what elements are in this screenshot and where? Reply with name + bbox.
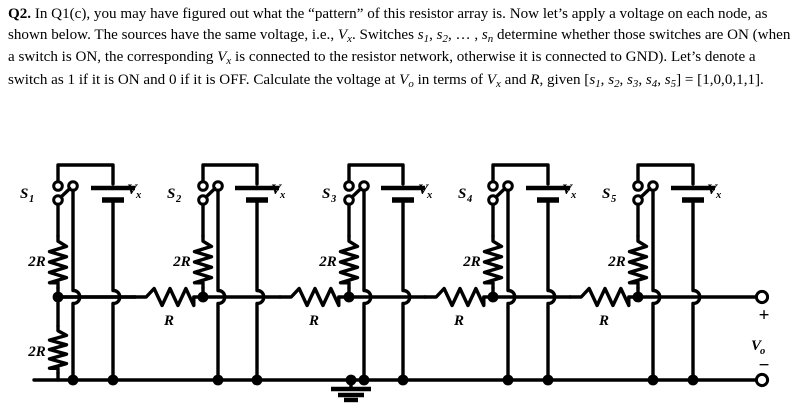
svg-text:V: V: [707, 182, 719, 198]
top-bus-4: [491, 163, 550, 188]
shunt-resistor-label-1: 2R: [27, 254, 46, 270]
termination-resistor: [47, 324, 69, 375]
bottom-dot-source-1: [107, 374, 119, 386]
series-resistor-label-2: R: [308, 313, 319, 329]
series-resistor-2: [278, 286, 352, 308]
source-label-3: Vx: [418, 182, 432, 201]
svg-text:S: S: [167, 186, 175, 202]
bottom-dot-source-3: [397, 374, 409, 386]
top-bus-2: [201, 163, 259, 188]
bottom-dot-switch-1: [67, 374, 79, 386]
svg-text:S: S: [602, 186, 610, 202]
top-bus-5: [636, 163, 695, 188]
switch-pole-2: [204, 186, 217, 199]
switch-pole-1: [59, 186, 72, 199]
switch-right-lead-1: [71, 188, 82, 382]
top-bus-3: [347, 163, 405, 188]
bottom-dot-source-2: [251, 374, 263, 386]
switch-contact-top-4: [487, 180, 499, 192]
output-plus-sign: +: [759, 305, 770, 326]
output-terminal-negative: [754, 372, 770, 388]
question-text: Q2. In Q1(c), you may have figured out w…: [8, 6, 791, 90]
svg-text:S: S: [458, 186, 466, 202]
svg-text:x: x: [715, 190, 721, 201]
svg-text:x: x: [426, 190, 432, 201]
source-negative-lead-5: [691, 198, 702, 382]
source-negative-lead-1: [111, 198, 122, 382]
svg-text:3: 3: [330, 194, 336, 205]
source-label-2: Vx: [271, 182, 285, 201]
switch-contact-top-5: [632, 180, 644, 192]
bottom-dot-source-5: [687, 374, 699, 386]
svg-text:V: V: [127, 182, 139, 198]
switch-right-lead-2: [216, 188, 227, 382]
bottom-dot-switch-2: [212, 374, 224, 386]
bottom-dot-switch-3: [358, 374, 370, 386]
shunt-resistor-label-5: 2R: [607, 254, 626, 270]
output-terminal-positive: [754, 289, 770, 305]
series-resistor-label-3: R: [453, 313, 464, 329]
source-negative-lead-2: [255, 198, 266, 382]
switch-contact-top-1: [52, 180, 64, 192]
switch-pole-4: [494, 186, 507, 199]
svg-text:1: 1: [29, 194, 34, 205]
switch-contact-top-2: [197, 180, 209, 192]
top-bus-1: [56, 163, 115, 188]
termination-resistor-label: 2R: [27, 344, 46, 360]
switch-contact-top-3: [343, 180, 355, 192]
svg-text:5: 5: [611, 194, 616, 205]
source-label-5: Vx: [707, 182, 721, 201]
output-label: Vo: [751, 338, 765, 357]
shunt-resistor-2: [192, 234, 214, 290]
source-negative-lead-3: [401, 198, 412, 382]
svg-text:S: S: [322, 186, 330, 202]
series-resistor-label-4: R: [598, 313, 609, 329]
svg-text:x: x: [570, 190, 576, 201]
svg-text:x: x: [279, 190, 285, 201]
svg-text:x: x: [135, 190, 141, 201]
svg-text:V: V: [271, 182, 283, 198]
svg-text:4: 4: [466, 194, 472, 205]
svg-text:o: o: [760, 346, 765, 357]
svg-text:V: V: [562, 182, 574, 198]
switch-pole-3: [350, 186, 363, 199]
series-resistor-3: [423, 286, 497, 308]
switch-right-lead-3: [362, 188, 373, 382]
svg-text:V: V: [418, 182, 430, 198]
series-resistor-label-1: R: [163, 313, 174, 329]
bottom-dot-switch-4: [502, 374, 514, 386]
source-label-1: Vx: [127, 182, 141, 201]
bottom-dot-switch-5: [647, 374, 659, 386]
source-negative-lead-4: [546, 198, 557, 382]
svg-text:S: S: [20, 186, 28, 202]
shunt-resistor-label-3: 2R: [318, 254, 337, 270]
switch-right-lead-5: [651, 188, 662, 382]
switch-right-lead-4: [506, 188, 517, 382]
ground-node-dot: [345, 374, 357, 386]
shunt-resistor-5: [627, 234, 649, 290]
shunt-resistor-label-4: 2R: [462, 254, 481, 270]
source-label-4: Vx: [562, 182, 576, 201]
svg-text:2: 2: [175, 194, 182, 205]
switch-pole-5: [639, 186, 652, 199]
bottom-dot-source-4: [542, 374, 554, 386]
series-resistor-1: [133, 286, 207, 308]
shunt-resistor-4: [482, 234, 504, 290]
shunt-resistor-3: [338, 234, 360, 290]
svg-text:V: V: [751, 338, 763, 354]
shunt-resistor-label-2: 2R: [172, 254, 191, 270]
series-resistor-4: [568, 286, 642, 308]
shunt-resistor-1: [47, 234, 69, 290]
output-minus-sign: −: [759, 355, 770, 376]
